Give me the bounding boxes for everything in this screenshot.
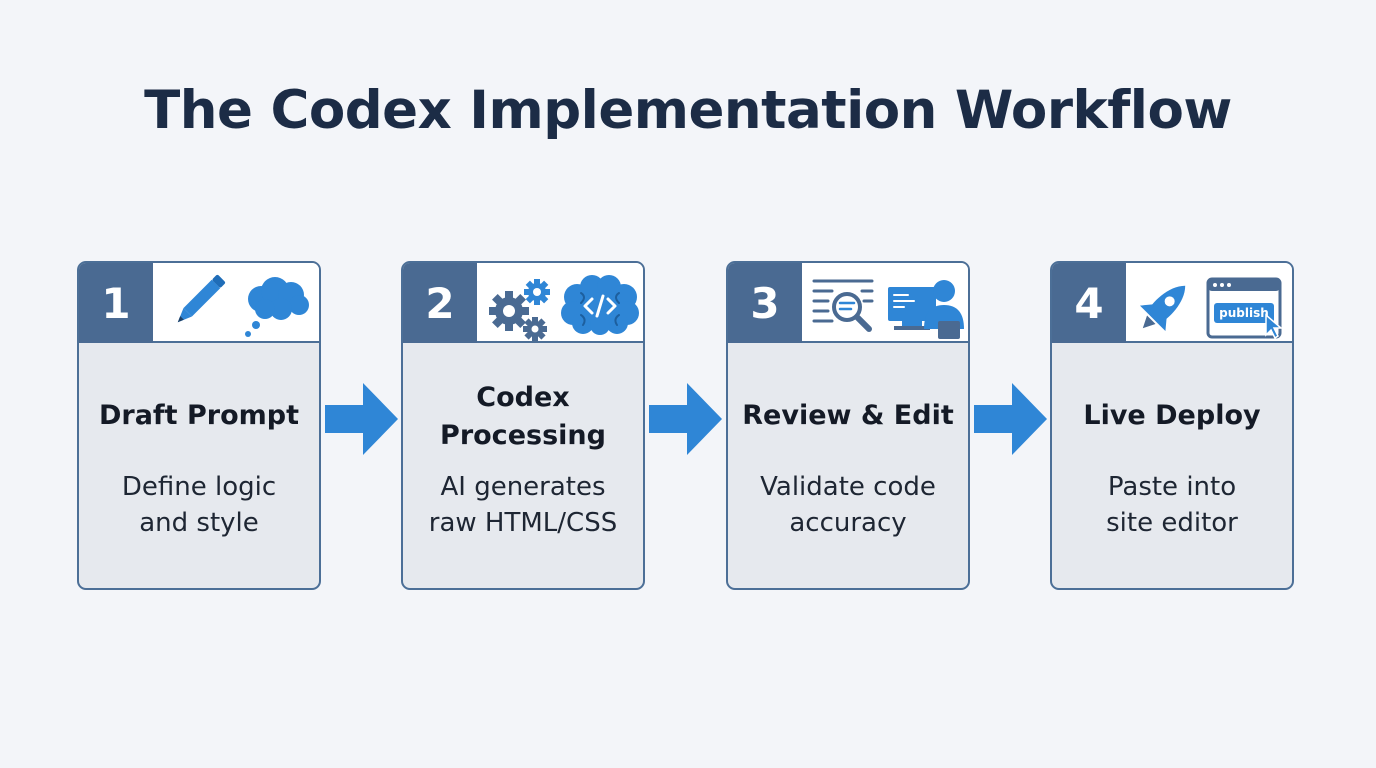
step-number-badge: 3 bbox=[728, 263, 802, 343]
step-icon-strip bbox=[477, 263, 643, 343]
thought-cloud-icon bbox=[245, 277, 309, 337]
step-title: Draft Prompt bbox=[79, 397, 319, 435]
browser-publish-icon: publish bbox=[1206, 277, 1284, 340]
rocket-icon bbox=[1139, 285, 1186, 332]
step-title: Review & Edit bbox=[728, 397, 968, 435]
step-icon-strip: publish bbox=[1126, 263, 1292, 343]
flow-arrow-3-4 bbox=[974, 383, 1047, 455]
step-title: Live Deploy bbox=[1052, 397, 1292, 435]
step-description: AI generates raw HTML/CSS bbox=[403, 469, 643, 541]
step-number-badge: 1 bbox=[79, 263, 153, 343]
step-card-header: 2 bbox=[403, 263, 643, 343]
step-card-header: 1 bbox=[79, 263, 319, 343]
step-description: Paste into site editor bbox=[1052, 469, 1292, 541]
code-brain-icon bbox=[561, 275, 639, 335]
step-description-line: Paste into bbox=[1107, 472, 1237, 502]
step-description-line: accuracy bbox=[789, 508, 907, 538]
publish-button-label: publish bbox=[1219, 306, 1269, 320]
step-card-header: 3 bbox=[728, 263, 968, 343]
step-icon-strip bbox=[153, 263, 319, 343]
step-description-line: AI generates bbox=[440, 472, 606, 502]
document-search-icon bbox=[812, 279, 874, 332]
step-description-line: Validate code bbox=[760, 472, 936, 502]
gears-icon bbox=[489, 279, 550, 341]
step-title-line: Draft Prompt bbox=[98, 400, 300, 431]
flow-arrow-2-3 bbox=[649, 383, 722, 455]
page-title: The Codex Implementation Workflow bbox=[144, 80, 1232, 141]
step-title-line: Live Deploy bbox=[1083, 400, 1261, 431]
step-number-badge: 2 bbox=[403, 263, 477, 343]
step-title: Codex Processing bbox=[403, 379, 643, 455]
step-card-2: 2 bbox=[401, 261, 645, 590]
step-description: Validate code accuracy bbox=[728, 469, 968, 541]
developer-at-computer-icon bbox=[888, 280, 964, 339]
step-description: Define logic and style bbox=[79, 469, 319, 541]
step-card-1: 1 bbox=[77, 261, 321, 590]
step-title-line: Processing bbox=[440, 420, 606, 451]
step-number-badge: 4 bbox=[1052, 263, 1126, 343]
step-card-header: 4 bbox=[1052, 263, 1292, 343]
step-card-4: 4 bbox=[1050, 261, 1294, 590]
step-icon-strip bbox=[802, 263, 968, 343]
flow-arrow-1-2 bbox=[325, 383, 398, 455]
step-description-line: site editor bbox=[1106, 508, 1238, 538]
pencil-icon bbox=[177, 274, 226, 323]
step-title-line: Review & Edit bbox=[742, 400, 954, 431]
step-title-line: Codex bbox=[476, 382, 570, 413]
step-description-line: raw HTML/CSS bbox=[428, 508, 618, 538]
step-description-line: Define logic bbox=[121, 472, 277, 502]
cursor-icon bbox=[1265, 313, 1284, 340]
step-card-3: 3 bbox=[726, 261, 970, 590]
step-description-line: and style bbox=[139, 508, 259, 538]
